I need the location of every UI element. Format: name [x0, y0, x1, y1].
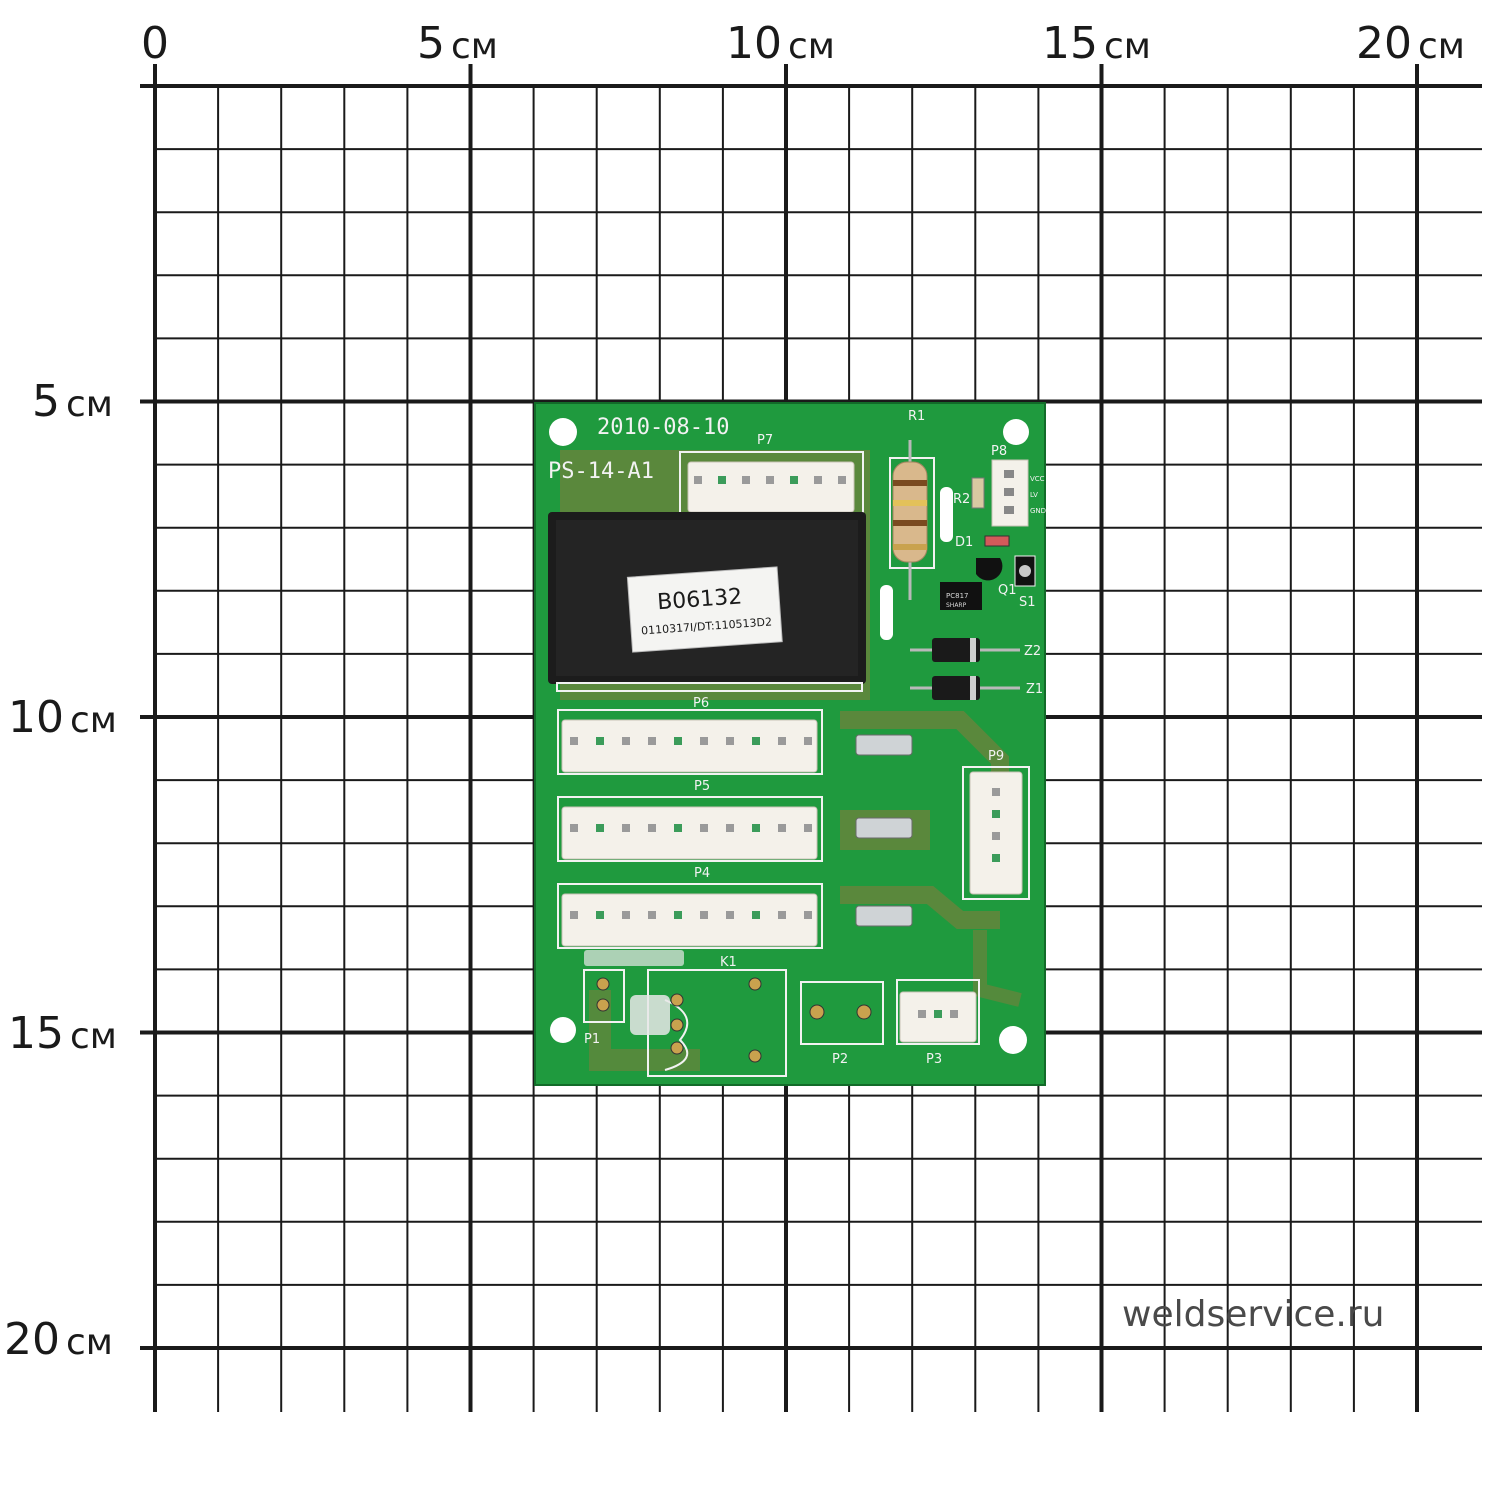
connector-pin: [804, 911, 812, 919]
label-p3: P3: [926, 1052, 942, 1067]
label-p8: P8: [991, 444, 1007, 459]
connector-pin: [674, 911, 682, 919]
sticker-code: B06132: [656, 584, 743, 615]
mounting-hole: [549, 418, 577, 446]
diode-d1: [984, 535, 1010, 547]
connector-pin: [674, 737, 682, 745]
connector-pin: [804, 737, 812, 745]
pcb-date-code: 2010-08-10: [597, 415, 729, 440]
label-p7: P7: [757, 433, 773, 448]
connector-pin: [700, 824, 708, 832]
pcb-model-label: PS-14-A1: [548, 459, 654, 484]
connector-pin: [622, 911, 630, 919]
connector-pin: [726, 824, 734, 832]
connector-pin: [596, 824, 604, 832]
connector-pin: [766, 476, 774, 484]
mounting-hole: [1003, 419, 1029, 445]
connector-pin: [622, 824, 630, 832]
connector-pin: [742, 476, 750, 484]
label-p2: P2: [832, 1052, 848, 1067]
x-label-0: 0: [141, 18, 169, 69]
spade-terminal: [855, 905, 913, 927]
label-s1: S1: [1019, 595, 1036, 610]
p8-pin-vcc: VCC: [1030, 475, 1045, 483]
connector-pin: [804, 824, 812, 832]
sticker-label: [626, 566, 783, 653]
connector-pin: [726, 911, 734, 919]
connector-pin: [700, 737, 708, 745]
connector-pin: [622, 737, 630, 745]
resistor-r2: [971, 477, 985, 509]
watermark: weldservice.ru: [1122, 1294, 1384, 1335]
connector-p5: [561, 806, 818, 860]
resistor-r1: [892, 461, 928, 563]
label-z2: Z2: [1024, 644, 1041, 659]
transistor-q1: [976, 558, 1003, 581]
connector-pin: [752, 824, 760, 832]
connector-pin: [700, 911, 708, 919]
connector-pin: [778, 737, 786, 745]
optocoupler-brand: SHARP: [946, 602, 967, 609]
connector-pin: [778, 824, 786, 832]
connector-pin: [648, 911, 656, 919]
diode-z1: [932, 676, 980, 700]
p8-pin-gnd: GND: [1030, 507, 1046, 515]
label-p1: P1: [584, 1032, 600, 1047]
connector-pin: [752, 737, 760, 745]
connector-pin: [674, 824, 682, 832]
optocoupler-label: PC817: [946, 592, 968, 600]
connector-pin: [726, 737, 734, 745]
connector-pin: [648, 824, 656, 832]
connector-pin: [790, 476, 798, 484]
label-q1: Q1: [998, 583, 1017, 598]
connector-pin: [596, 737, 604, 745]
connector-pin: [570, 737, 578, 745]
label-p4: P4: [694, 866, 710, 881]
spade-terminal: [855, 817, 913, 839]
label-r1: R1: [908, 409, 925, 424]
connector-p7: [687, 461, 855, 513]
connector-p6: [561, 719, 818, 773]
label-z1: Z1: [1026, 682, 1043, 697]
connector-pin: [694, 476, 702, 484]
connector-pin: [570, 824, 578, 832]
spade-terminal: [855, 734, 913, 756]
connector-pin: [718, 476, 726, 484]
transformer: B06132 0110317I/DT:110513D2: [548, 512, 866, 684]
connector-pin: [838, 476, 846, 484]
label-d1: D1: [955, 535, 973, 550]
label-k1: K1: [720, 955, 737, 970]
label-p5: P5: [694, 779, 710, 794]
mounting-hole: [999, 1026, 1027, 1054]
diode-z2: [932, 638, 980, 662]
connector-pin: [570, 911, 578, 919]
connector-pin: [814, 476, 822, 484]
mounting-hole: [550, 1017, 576, 1043]
connector-p2: [800, 981, 884, 1045]
connector-p4: [561, 893, 818, 947]
connector-p1: [583, 969, 625, 1023]
p8-pin-lv: LV: [1030, 491, 1038, 499]
connector-pin: [752, 911, 760, 919]
label-p6: P6: [693, 696, 709, 711]
connector-pin: [596, 911, 604, 919]
connector-pin: [648, 737, 656, 745]
connector-pin: [778, 911, 786, 919]
optocoupler: [940, 582, 982, 610]
label-r2: R2: [953, 492, 970, 507]
label-p9: P9: [988, 749, 1004, 764]
